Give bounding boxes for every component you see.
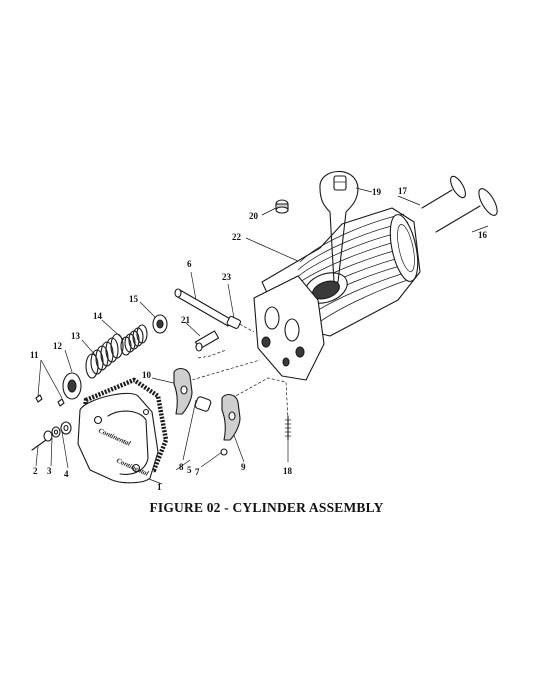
callout-label: 17 (398, 186, 408, 196)
figure-caption: FIGURE 02 - CYLINDER ASSEMBLY (149, 500, 384, 515)
callout-label: 15 (129, 294, 139, 304)
callout-label: 2 (33, 466, 38, 476)
callout-label: 19 (372, 187, 382, 197)
callout-label: 11 (30, 350, 39, 360)
rocker-bushing (226, 315, 242, 329)
callout-label: 4 (64, 469, 69, 479)
cylinder-head-face (253, 275, 325, 381)
callout-label: 5 (187, 465, 192, 475)
intake-valve (435, 188, 498, 233)
cover-screw (31, 430, 53, 451)
callout-label: 14 (93, 311, 103, 321)
inner-valve-spring (120, 324, 148, 356)
cylinder-stud (285, 415, 291, 441)
callout-label: 22 (232, 232, 242, 242)
rocker-arm-right (221, 393, 241, 441)
spring-seat (152, 314, 168, 334)
exhaust-valve (421, 175, 466, 209)
callout-label: 3 (47, 466, 52, 476)
callout-label: 16 (478, 230, 488, 240)
rocker-cover-gasket (81, 377, 169, 477)
rocker-spacer (194, 396, 212, 412)
valve-keepers (35, 394, 65, 407)
callout-label: 12 (53, 341, 63, 351)
stud-nut (220, 448, 228, 456)
callout-label: 7 (195, 467, 200, 477)
callout-label: 1 (157, 482, 162, 492)
rocker-cover (77, 392, 159, 484)
callout-labels: 1 2 3 4 5 6 7 8 9 10 11 12 13 14 15 16 1… (30, 186, 488, 492)
callout-label: 13 (71, 331, 81, 341)
callout-label: 20 (249, 211, 259, 221)
spark-plug-insert (275, 199, 289, 214)
callout-label: 18 (283, 466, 293, 476)
cover-washer-seal (60, 421, 72, 435)
spring-retainer (62, 372, 82, 400)
valve-keeper-detail (319, 170, 359, 283)
cover-washer-flat (51, 426, 61, 438)
rocker-shaft (194, 330, 220, 352)
callout-label: 9 (241, 462, 246, 472)
callout-label: 21 (181, 315, 191, 325)
callout-label: 6 (187, 259, 192, 269)
callout-label: 8 (179, 462, 184, 472)
outer-valve-spring (85, 333, 124, 379)
rocker-arm-left (173, 367, 193, 415)
callout-label: 23 (222, 272, 232, 282)
callout-label: 10 (142, 370, 152, 380)
